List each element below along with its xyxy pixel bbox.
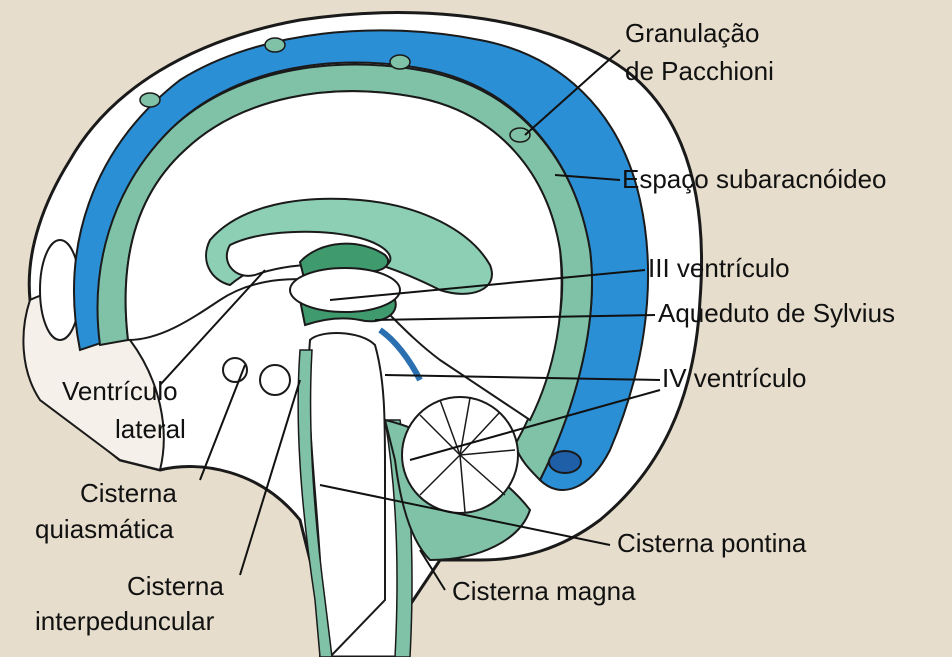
label-cisterna-pontina: Cisterna pontina — [617, 528, 807, 558]
label-iii-ventriculo: III ventrículo — [648, 253, 790, 283]
label-cisterna-interpeduncular-line1: Cisterna — [127, 571, 224, 601]
thalamus — [290, 268, 400, 312]
label-ventriculo-lateral-line2: lateral — [115, 414, 186, 444]
label-ventriculo-lateral-line1: Ventrículo — [62, 376, 178, 406]
label-granulacao-line1: Granulação — [625, 18, 759, 48]
label-cisterna-quiasmatica-line1: Cisterna — [80, 478, 177, 508]
label-cisterna-interpeduncular-line2: interpeduncular — [35, 606, 215, 636]
label-cisterna-magna: Cisterna magna — [452, 576, 636, 606]
label-aqueduto: Aqueduto de Sylvius — [658, 298, 895, 328]
label-espaco-subaracnoideo: Espaço subaracnóideo — [622, 164, 887, 194]
label-cisterna-quiasmatica-line2: quiasmática — [35, 514, 174, 544]
label-granulacao-line2: de Pacchioni — [625, 56, 774, 86]
label-iv-ventriculo: IV ventrículo — [662, 363, 807, 393]
venous-sinus — [549, 451, 581, 473]
optic-chiasm — [260, 365, 290, 395]
